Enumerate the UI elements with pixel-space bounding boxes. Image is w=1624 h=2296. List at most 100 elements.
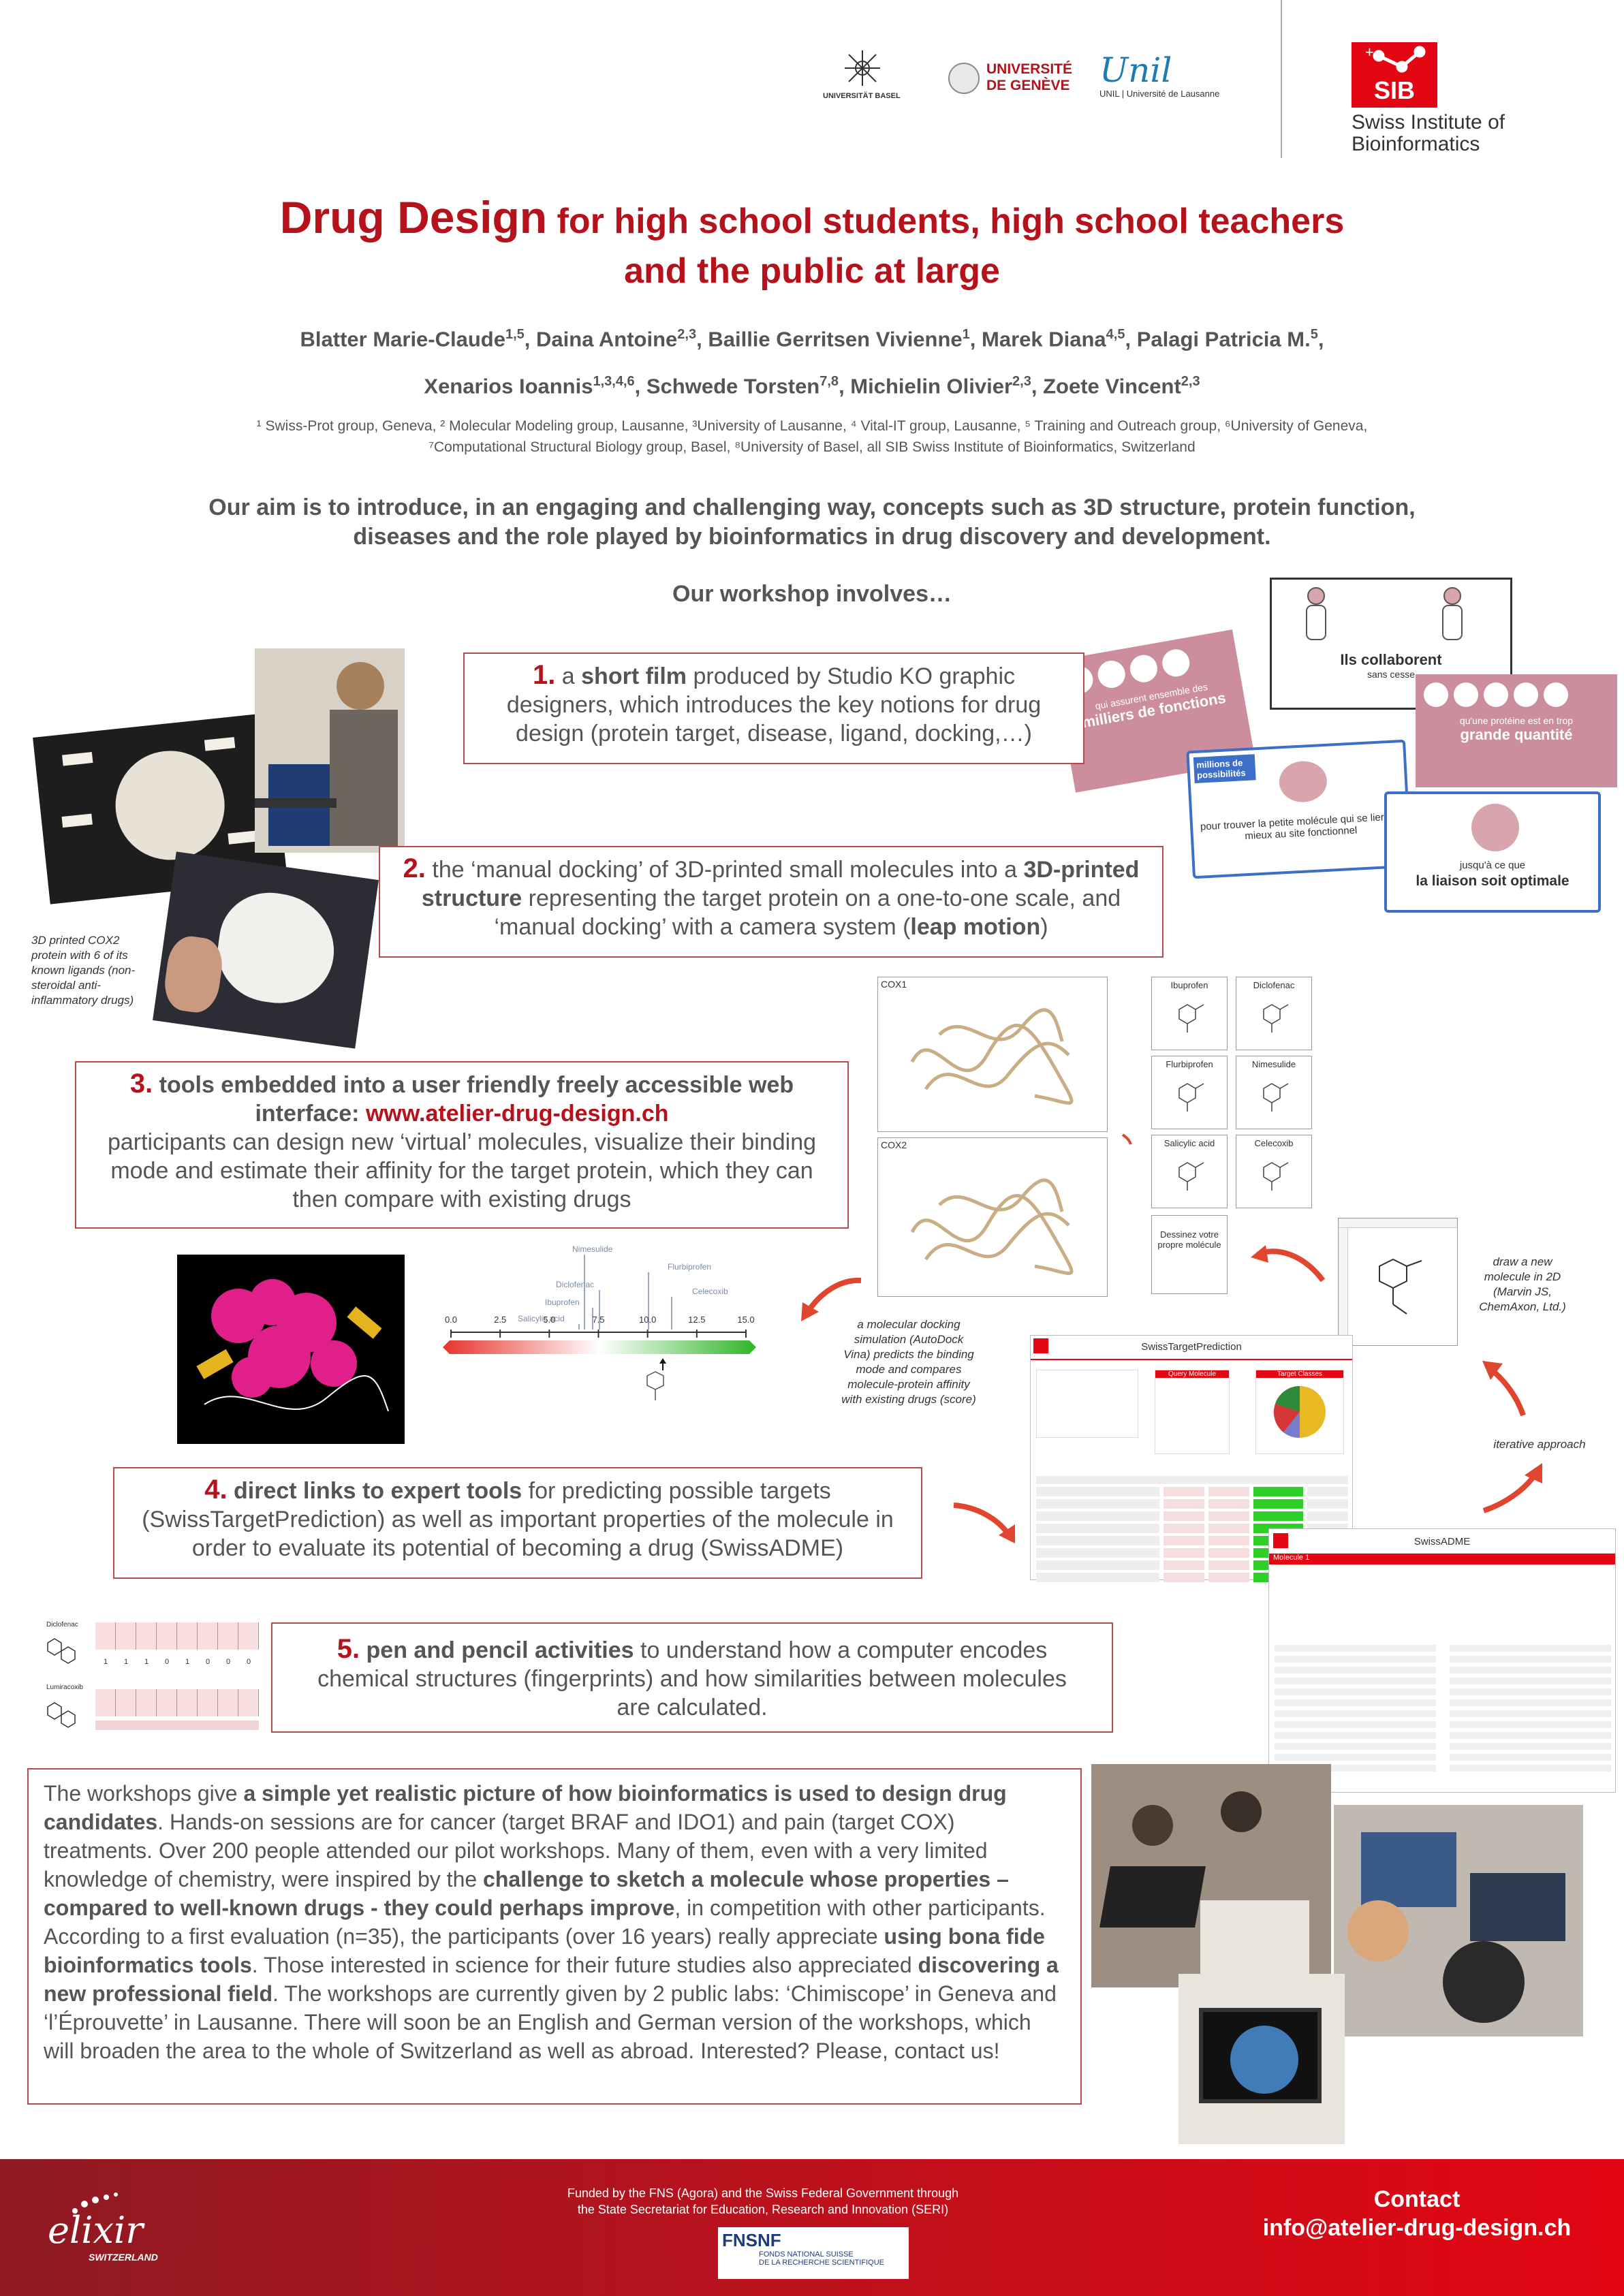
step-3-box: 3. tools embedded into a user friendly f…	[75, 1061, 849, 1229]
ligand-cell[interactable]: Celecoxib	[1236, 1135, 1312, 1208]
authors-line-2: Xenarios Ioannis1,3,4,6, Schwede Torsten…	[0, 364, 1624, 403]
author-affiliation-sup: 2,3	[1181, 374, 1200, 390]
fingerprint-bit: 0	[225, 1658, 231, 1666]
draw-your-own-cell[interactable]: Dessinez votre propre molécule	[1151, 1215, 1228, 1294]
summary-box: The workshops give a simple yet realisti…	[27, 1768, 1082, 2105]
summary-text: The workshops give a simple yet realisti…	[44, 1779, 1065, 2065]
marvin-editor-screenshot[interactable]	[1338, 1218, 1458, 1346]
fingerprint-bit: 0	[164, 1658, 170, 1666]
author-affiliation-sup: 4,5	[1106, 327, 1125, 342]
small-molecule-icon	[47, 1702, 76, 1728]
scale-tick-label: 15.0	[737, 1315, 754, 1325]
table-row	[1275, 1645, 1611, 1652]
fingerprint-bit: 1	[185, 1658, 190, 1666]
step-4-box: 4. direct links to expert tools for pred…	[113, 1467, 922, 1579]
fingerprint-cell	[95, 1689, 116, 1716]
affiliations-line-2: ⁷Computational Structural Biology group,…	[428, 439, 1196, 455]
photo-3d-protein-in-hands	[153, 851, 379, 1049]
table-row	[1275, 1721, 1611, 1728]
logo-divider	[1281, 0, 1282, 158]
geneve-seal-icon	[948, 63, 980, 94]
step-3-number: 3.	[129, 1069, 153, 1099]
contact-block: Contact info@atelier-drug-design.ch	[1226, 2185, 1608, 2242]
summary-segment: . Hands-on sessions are for cancer (targ…	[44, 1810, 988, 1891]
authors-line-1: Blatter Marie-Claude1,5, Daina Antoine2,…	[0, 317, 1624, 356]
table-row	[1275, 1656, 1611, 1663]
geneve-logo: UNIVERSITÉ DE GENÈVE	[948, 60, 1078, 101]
ligand-cell[interactable]: Salicylic acid	[1151, 1135, 1228, 1208]
author-separator: ,	[839, 374, 851, 398]
table-row	[1275, 1678, 1611, 1684]
scale-tick-label: 7.5	[592, 1315, 604, 1325]
author-name: Marek Diana	[982, 327, 1106, 351]
swisstargetprediction-screenshot[interactable]: SwissTargetPrediction Query Molecule Tar…	[1030, 1335, 1353, 1582]
author-separator: ,	[524, 327, 537, 351]
target-class-pie	[1273, 1386, 1326, 1438]
workshop-heading: Our workshop involves…	[672, 581, 952, 607]
swissadme-screenshot[interactable]: SwissADME Molecule 1	[1268, 1528, 1616, 1793]
fingerprint-cell	[177, 1689, 198, 1716]
elixir-dots-icon	[72, 2192, 118, 2214]
ligand-name: Celecoxib	[1254, 1138, 1294, 1148]
arrow-iterative-right	[1482, 1463, 1542, 1513]
photo-computer-users	[1334, 1805, 1583, 2036]
author-affiliation-sup: 2,3	[1012, 374, 1031, 390]
table-row	[1275, 1699, 1611, 1706]
protein-ribbon-icon	[910, 1008, 1074, 1105]
table-row	[1036, 1499, 1348, 1509]
step-2-number: 2.	[403, 853, 426, 883]
fingerprint-cell	[95, 1622, 116, 1650]
author-separator: ,	[696, 327, 708, 351]
film-card-possibilities: millions de possibilités pour trouver la…	[1186, 739, 1412, 879]
scale-tick-label: 5.0	[543, 1315, 555, 1325]
ligand-structure-icon	[1178, 1083, 1204, 1112]
author-affiliation-sup: 2,3	[677, 327, 697, 342]
photo-workshop-table	[1091, 1764, 1331, 1987]
ligand-structure-icon	[1178, 1162, 1204, 1191]
authors: Blatter Marie-Claude1,5, Daina Antoine2,…	[0, 317, 1624, 404]
fingerprint-bit: 0	[205, 1658, 210, 1666]
sib-network-icon: +	[1365, 44, 1426, 73]
docking-score-scale: NimesulideFlurbiprofenDiclofenacIbuprofe…	[443, 1244, 756, 1400]
step-1-number: 1.	[532, 660, 556, 690]
figures-icon	[1306, 587, 1463, 640]
contact-email[interactable]: info@atelier-drug-design.ch	[1262, 2215, 1572, 2241]
fingerprint-cell	[198, 1622, 218, 1650]
step-2-box: 2. the ‘manual docking’ of 3D-printed sm…	[379, 846, 1164, 958]
author-name: Blatter Marie-Claude	[300, 327, 505, 351]
ligand-cell[interactable]: Diclofenac	[1236, 977, 1312, 1050]
ligand-structure-icon	[1178, 1004, 1204, 1033]
fingerprint-cell	[238, 1689, 259, 1716]
table-row	[1275, 1754, 1611, 1761]
atelier-link[interactable]: www.atelier-drug-design.ch	[365, 1101, 669, 1127]
scale-drug-label: Flurbiprofen	[668, 1262, 711, 1272]
fingerprint-cell	[177, 1622, 198, 1650]
sib-logo: + SIB Swiss Institute of Bioinformatics	[1352, 42, 1505, 155]
ligand-cell[interactable]: Flurbiprofen	[1151, 1056, 1228, 1129]
summary-emphasis: a simple yet realistic picture of how bi…	[44, 1781, 1007, 1834]
film-card-optimal: jusqu'à ce que la liaison soit optimale	[1384, 791, 1601, 913]
author-separator: ,	[1125, 327, 1137, 351]
author-affiliation-sup: 1,5	[505, 327, 525, 342]
author-name: Schwede Torsten	[646, 374, 820, 398]
fingerprint-cell	[136, 1622, 157, 1650]
title-rest-2: and the public at large	[624, 251, 1000, 291]
author-separator: ,	[1317, 327, 1324, 351]
ligand-cell[interactable]: Ibuprofen	[1151, 977, 1228, 1050]
fingerprint-cell	[198, 1689, 218, 1716]
summary-emphasis: discovering a new professional field	[44, 1953, 1059, 2006]
fingerprint-cell	[116, 1622, 136, 1650]
aim-line-2: diseases and the role played by bioinfor…	[353, 524, 1271, 550]
table-row	[1275, 1688, 1611, 1695]
table-row	[1275, 1743, 1611, 1750]
fingerprint-cell	[238, 1622, 259, 1650]
ligand-cell[interactable]: Nimesulide	[1236, 1056, 1312, 1129]
small-molecule-icon	[47, 1638, 76, 1664]
author-name: Michielin Olivier	[850, 374, 1013, 398]
title-lead: Drug Design	[279, 192, 548, 242]
svg-text:+: +	[1365, 44, 1374, 61]
caption-draw-molecule: draw a new molecule in 2D (Marvin JS, Ch…	[1479, 1255, 1566, 1313]
summary-segment: The workshops give	[44, 1781, 244, 1806]
film-card-collaborate: Ils collaborent sans cesse	[1270, 578, 1512, 710]
